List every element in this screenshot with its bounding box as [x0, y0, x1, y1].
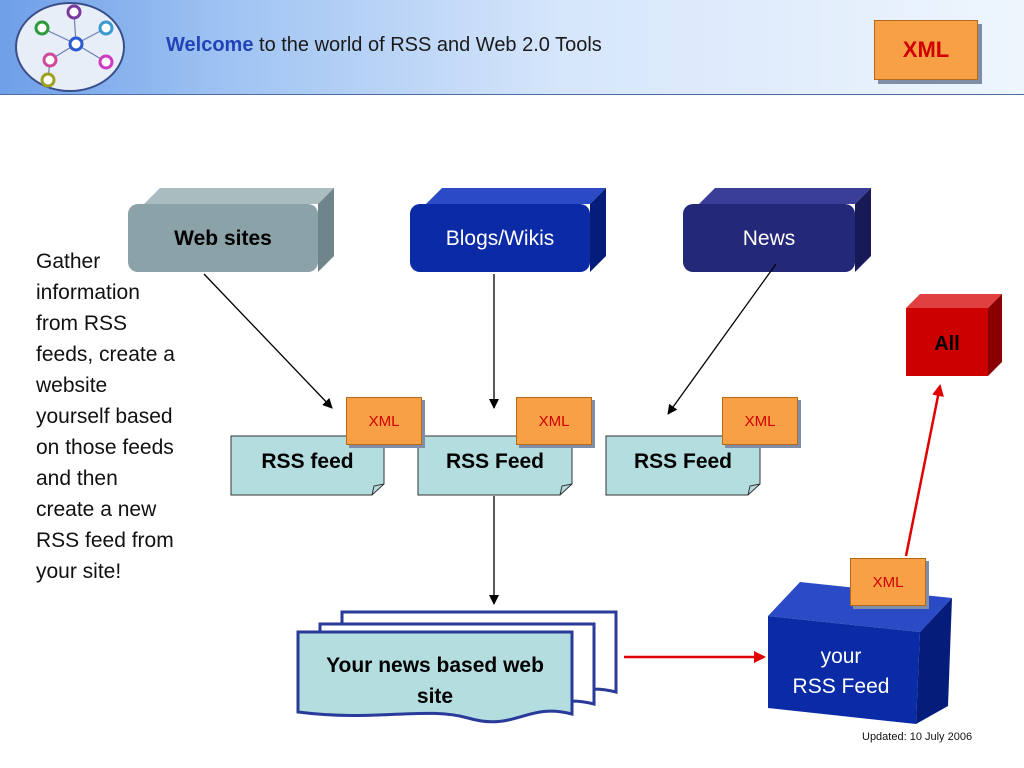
page-title-rest: to the world of RSS and Web 2.0 Tools: [253, 34, 602, 56]
arrow-websites-to-feed: [203, 273, 333, 409]
xml-badge-feed-2: XML: [516, 397, 592, 445]
your-feed-line2: RSS Feed: [792, 675, 890, 698]
xml-badge-feed-1: XML: [346, 397, 422, 445]
page-title-highlight: Welcome: [166, 34, 254, 56]
arrow-your-feed-to-all: [904, 384, 944, 557]
source-blogs-shape: [410, 188, 606, 272]
source-blogs-wikis: Blogs/Wikis: [410, 206, 590, 272]
side-description: Gather information from RSS feeds, creat…: [36, 250, 175, 583]
your-feed-label: your RSS Feed: [768, 642, 914, 702]
xml-badge-feed-3: XML: [722, 397, 798, 445]
page-title: Welcome to the world of RSS and Web 2.0 …: [166, 34, 602, 57]
source-news-label: News: [742, 227, 796, 250]
source-web-sites-label: Web sites: [174, 227, 272, 250]
source-news: News: [683, 206, 855, 272]
rss-network-logo-icon: [15, 2, 125, 92]
source-blogs-label: Blogs/Wikis: [445, 227, 555, 250]
xml-badge-your-feed: XML: [850, 558, 926, 606]
source-web-sites: Web sites: [128, 206, 318, 272]
feed-label-1: RSS feed: [261, 450, 354, 473]
your-feed-shape: [768, 582, 952, 724]
all-box-label: All: [934, 332, 960, 355]
feed-label-3: RSS Feed: [633, 450, 733, 473]
all-box-shape: [906, 294, 1002, 376]
your-feed-line1: your: [820, 645, 862, 668]
feed-label-2: RSS Feed: [445, 450, 545, 473]
news-site-stack-shape: [296, 610, 618, 724]
xml-badge-header: XML: [874, 20, 978, 80]
arrow-news-to-feed: [667, 263, 777, 415]
news-site-label: Your news based web site: [326, 654, 544, 708]
header-banner: Welcome to the world of RSS and Web 2.0 …: [0, 0, 1024, 95]
source-web-sites-shape: [128, 188, 334, 272]
updated-date: Updated: 10 July 2006: [862, 731, 973, 743]
source-news-shape: [683, 188, 871, 272]
